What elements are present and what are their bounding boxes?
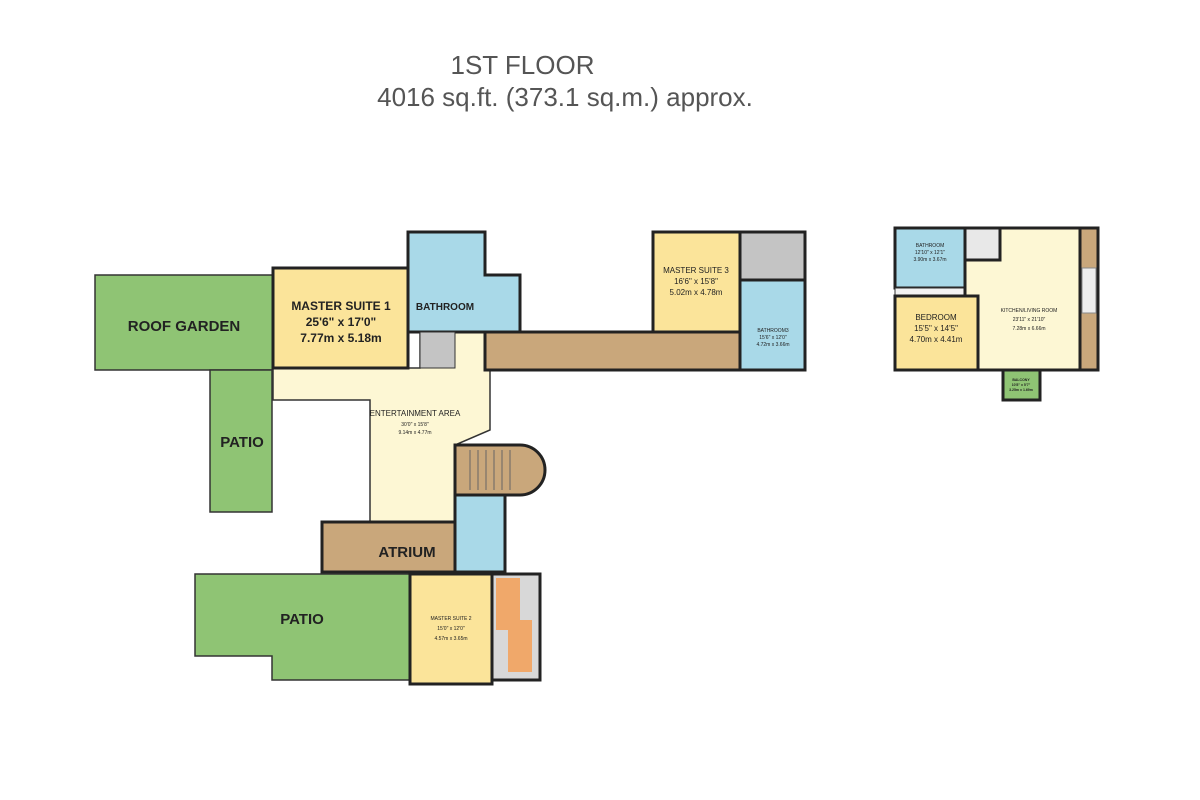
bathroom-1: [406, 230, 522, 334]
dims-bathroom-3-metric: 4.72m x 3.66m: [756, 342, 789, 348]
dims-balcony-imperial: 10'8" x 5'7": [1012, 383, 1031, 387]
balcony: [1001, 368, 1042, 402]
dims-master-3-metric: 5.02m x 4.78m: [670, 288, 723, 297]
label-bathroom-1: BATHROOM: [416, 302, 474, 313]
dims-bathroom-4-metric: 3.90m x 3.67m: [913, 257, 946, 263]
atrium: [320, 520, 457, 574]
label-bathroom-4: BATHROOM: [916, 243, 945, 249]
dims-bathroom-3-imperial: 15'6" x 12'0": [759, 335, 787, 341]
bathroom-2: [453, 493, 507, 574]
label-entertainment: ENTERTAINMENT AREA: [370, 409, 461, 418]
dressing-orange: [496, 578, 532, 672]
dims-bedroom-metric: 4.70m x 4.41m: [910, 335, 963, 344]
dims-kitchen-imperial: 23'11" x 21'10": [1013, 317, 1046, 323]
roof-garden: [94, 274, 274, 371]
dims-kitchen-metric: 7.28m x 6.66m: [1012, 326, 1045, 332]
stairs-treads-right: [1081, 267, 1097, 314]
bedroom: [893, 294, 980, 372]
label-master-1: MASTER SUITE 1: [291, 299, 391, 313]
floor-title: 1ST FLOOR: [450, 50, 595, 80]
dims-master-1-metric: 7.77m x 5.18m: [300, 331, 381, 345]
bathroom-3: [738, 278, 807, 372]
closet: [419, 331, 456, 369]
floor-area: 4016 sq.ft. (373.1 sq.m.) approx.: [377, 82, 753, 112]
dims-balcony-metric: 3.25m x 1.69m: [1009, 388, 1033, 392]
stair-treads: [469, 450, 511, 490]
label-bathroom-3: BATHROOM3: [757, 328, 789, 334]
dims-bathroom-4-imperial: 12'10" x 12'1": [915, 250, 945, 256]
bathroom-4: [893, 226, 967, 290]
label-master-2: MASTER SUITE 2: [430, 616, 471, 622]
dims-master-2-metric: 4.57m x 3.65m: [434, 636, 467, 642]
dims-bedroom-imperial: 15'5" x 14'5": [914, 324, 958, 333]
dims-master-3-imperial: 16'6" x 15'8": [674, 277, 718, 286]
storage: [738, 230, 807, 282]
master-suite-1: [271, 266, 410, 370]
shower: [963, 226, 1002, 262]
dims-entertainment-metric: 9.14m x 4.77m: [398, 430, 431, 436]
label-balcony: BALCONY: [1012, 378, 1030, 382]
label-roof-garden: ROOF GARDEN: [128, 318, 241, 335]
dims-master-2-imperial: 15'0" x 12'0": [437, 626, 465, 632]
label-master-3: MASTER SUITE 3: [663, 266, 729, 275]
staircase: [453, 443, 547, 497]
label-patio-1: PATIO: [220, 434, 264, 451]
label-patio-2: PATIO: [280, 611, 324, 628]
corridor: [483, 330, 742, 372]
patio-1: [209, 369, 273, 513]
dims-master-1-imperial: 25'6" x 17'0": [306, 315, 376, 329]
label-atrium: ATRIUM: [378, 544, 435, 561]
dims-entertainment-imperial: 30'0" x 15'8": [401, 422, 429, 428]
label-bedroom: BEDROOM: [915, 313, 957, 322]
label-kitchen: KITCHEN/LIVING ROOM: [1001, 308, 1058, 314]
